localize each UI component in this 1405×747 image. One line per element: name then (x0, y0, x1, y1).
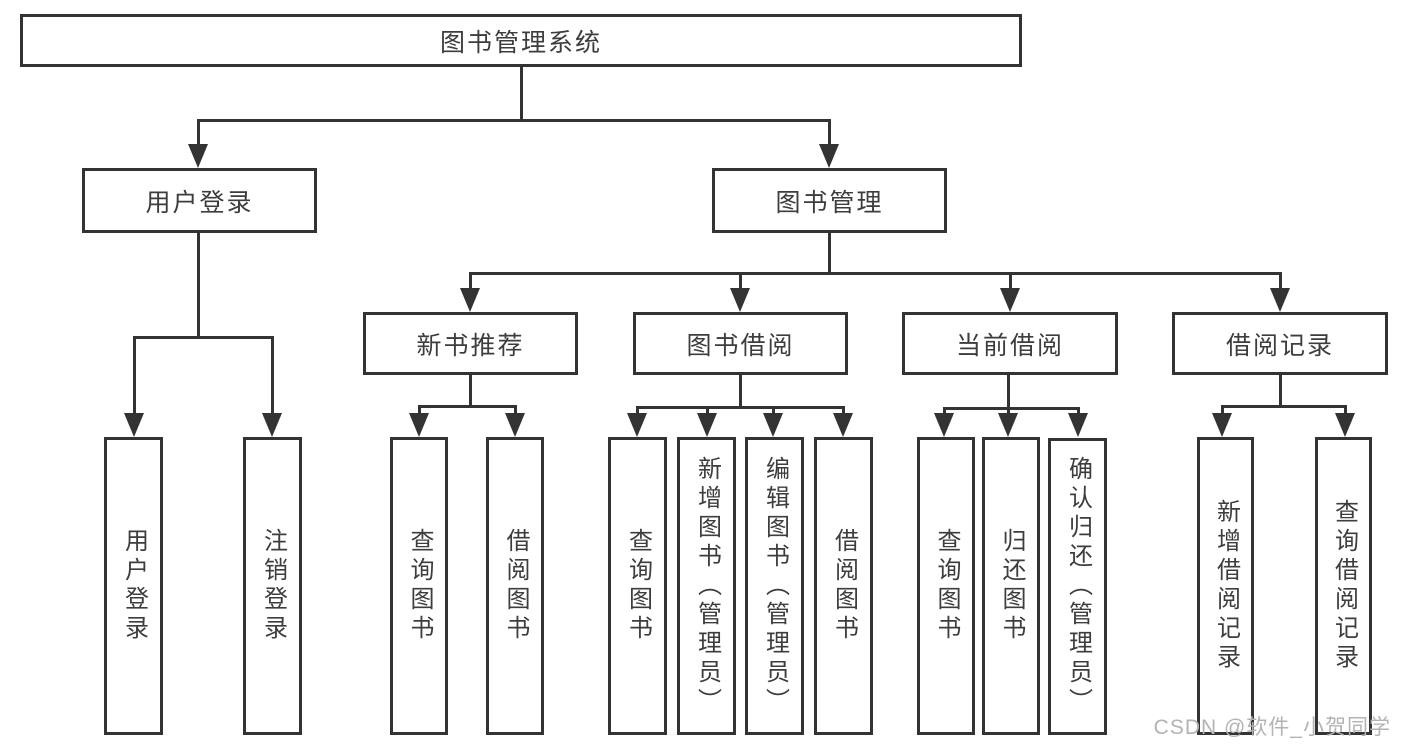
connector-root-stub (520, 67, 523, 122)
arrow-down-icon (819, 144, 839, 168)
arrow-down-icon (188, 144, 208, 168)
arrow-down-icon (1212, 413, 1232, 437)
arrow-shaft (418, 405, 421, 416)
arrow-shaft-borrowing-records (1279, 272, 1282, 292)
arrow-shaft-leaf-user-login (133, 336, 136, 416)
node-new-book-recommendation: 新书推荐 (363, 312, 578, 375)
node-leaf-add-books-admin: 新增图书（管理员） (677, 437, 736, 735)
connector-new-book-stub (469, 375, 472, 408)
arrow-shaft (1221, 405, 1224, 416)
node-leaf-edit-books-admin: 编辑图书（管理员） (745, 437, 804, 735)
csdn-watermark: CSDN @软件_小贺同学 (1153, 716, 1391, 739)
arrow-shaft (772, 406, 775, 416)
node-borrowing-records: 借阅记录 (1172, 312, 1388, 375)
arrow-down-icon (1068, 413, 1088, 437)
arrow-shaft-new-book (469, 272, 472, 292)
node-library-system: 图书管理系统 (20, 14, 1022, 67)
arrow-down-icon (262, 413, 282, 437)
connector-borrowing-records-hline (1221, 405, 1347, 408)
arrow-shaft (636, 406, 639, 416)
node-leaf-query-books-current: 查询图书 (917, 437, 975, 735)
connector-user-login-stub (197, 233, 200, 339)
node-leaf-add-borrow-record: 新增借阅记录 (1197, 437, 1254, 735)
arrow-down-icon (833, 413, 853, 437)
arrow-shaft (706, 406, 709, 416)
node-leaf-borrow-books-recommend: 借阅图书 (486, 437, 544, 735)
arrow-down-icon (124, 413, 144, 437)
arrow-shaft (943, 407, 946, 416)
connector-level2-hline (197, 119, 831, 122)
node-leaf-borrow-books-borrowing: 借阅图书 (814, 437, 873, 735)
connector-level3-hline (469, 272, 1282, 275)
connector-new-book-hline (418, 405, 517, 408)
node-leaf-query-borrow-record: 查询借阅记录 (1315, 437, 1372, 735)
node-leaf-return-books: 归还图书 (982, 437, 1040, 735)
arrow-down-icon (627, 413, 647, 437)
arrow-shaft (842, 406, 845, 416)
arrow-down-icon (730, 288, 750, 312)
node-leaf-query-books-recommend: 查询图书 (390, 437, 448, 735)
arrow-down-icon (1335, 413, 1355, 437)
arrow-shaft-book-management (828, 119, 831, 147)
node-book-borrowing: 图书借阅 (633, 312, 848, 375)
connector-book-borrowing-stub (739, 375, 742, 409)
node-current-borrowing: 当前借阅 (902, 312, 1118, 375)
connector-user-login-hline (133, 336, 274, 339)
arrow-shaft-current-borrowing (1009, 272, 1012, 292)
arrow-shaft-book-borrowing (739, 272, 742, 292)
node-user-login: 用户登录 (82, 168, 317, 233)
arrow-down-icon (1000, 288, 1020, 312)
arrow-shaft-user-login (197, 119, 200, 147)
arrow-down-icon (697, 413, 717, 437)
node-leaf-query-books-borrowing: 查询图书 (608, 437, 667, 735)
node-leaf-user-login: 用户登录 (104, 437, 163, 735)
arrow-shaft (1077, 407, 1080, 416)
arrow-down-icon (409, 413, 429, 437)
connector-borrowing-records-stub (1279, 375, 1282, 408)
connector-current-borrowing-hline (943, 407, 1080, 410)
arrow-down-icon (763, 413, 783, 437)
arrow-shaft (1007, 407, 1010, 416)
arrow-down-icon (998, 413, 1018, 437)
connector-current-borrowing-stub (1007, 375, 1010, 410)
arrow-down-icon (934, 413, 954, 437)
connector-book-borrowing-hline (636, 406, 845, 409)
arrow-down-icon (1270, 288, 1290, 312)
arrow-down-icon (505, 413, 525, 437)
arrow-shaft-leaf-logout (271, 336, 274, 416)
arrow-shaft (1344, 405, 1347, 416)
arrow-shaft (514, 405, 517, 416)
connector-book-management-stub (828, 233, 831, 275)
node-leaf-logout: 注销登录 (243, 437, 302, 735)
arrow-down-icon (460, 288, 480, 312)
node-leaf-confirm-return-admin: 确认归还（管理员） (1048, 438, 1107, 735)
node-book-management: 图书管理 (712, 168, 947, 233)
